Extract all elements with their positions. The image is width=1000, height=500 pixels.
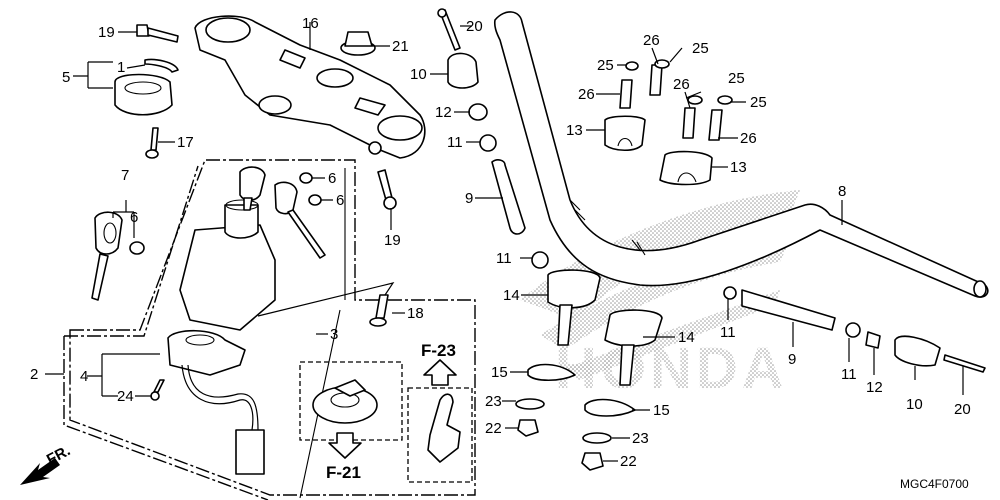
callout-12[interactable]: 12 xyxy=(866,379,883,396)
callout-labels: 19 1 5 17 16 21 7 6 6 6 3 2 4 24 19 18 2… xyxy=(30,15,971,470)
callout-22[interactable]: 22 xyxy=(485,420,502,437)
callout-24[interactable]: 24 xyxy=(117,388,134,405)
callout-25[interactable]: 25 xyxy=(728,70,745,87)
upper-holder-13a xyxy=(604,115,646,152)
bolt-17 xyxy=(145,127,159,159)
leader-18 xyxy=(257,282,395,317)
subassembly-box-f23 xyxy=(407,387,473,483)
callout-11[interactable]: 11 xyxy=(447,134,463,151)
callout-17[interactable]: 17 xyxy=(177,134,194,151)
callout-6[interactable]: 6 xyxy=(336,192,344,209)
stem-nut xyxy=(114,73,173,116)
callout-3[interactable]: 3 xyxy=(330,326,338,343)
callout-16[interactable]: 16 xyxy=(302,15,319,32)
callout-10[interactable]: 10 xyxy=(906,396,923,413)
transponder-6-left xyxy=(129,241,145,255)
transponder-6b xyxy=(308,194,322,206)
caps-25 xyxy=(625,59,733,105)
callout-11[interactable]: 11 xyxy=(841,366,857,383)
top-bridge xyxy=(194,15,426,159)
immobilizer-receiver xyxy=(167,329,265,475)
handlebar xyxy=(493,11,989,298)
tapping-screw-24 xyxy=(150,379,165,401)
reference-f23[interactable]: F-23 xyxy=(421,341,456,360)
callout-11[interactable]: 11 xyxy=(720,324,736,341)
callout-7[interactable]: 7 xyxy=(121,167,129,184)
callout-9[interactable]: 9 xyxy=(465,190,473,207)
callout-25[interactable]: 25 xyxy=(692,40,709,57)
left-end-weight xyxy=(437,8,549,269)
watermark-text: HONDA xyxy=(555,336,788,401)
callout-26[interactable]: 26 xyxy=(740,130,757,147)
upper-holder-13b xyxy=(659,150,713,186)
stem-nut-cap xyxy=(340,31,376,56)
flange-nut-22a xyxy=(517,419,539,437)
diagram-code: MGC4F0700 xyxy=(900,477,969,491)
callout-15[interactable]: 15 xyxy=(653,402,670,419)
callout-26[interactable]: 26 xyxy=(578,86,595,103)
key-cylinder-cover xyxy=(312,379,378,424)
shear-bolt-18 xyxy=(369,294,389,327)
callout-25[interactable]: 25 xyxy=(597,57,614,74)
leader-lines xyxy=(45,22,964,462)
callout-19[interactable]: 19 xyxy=(384,232,401,249)
callout-13[interactable]: 13 xyxy=(566,122,583,139)
callout-23[interactable]: 23 xyxy=(485,393,502,410)
callout-8[interactable]: 8 xyxy=(838,183,846,200)
lower-holder-14a xyxy=(547,269,601,346)
callout-20[interactable]: 20 xyxy=(466,18,483,35)
ignition-switch xyxy=(179,166,326,331)
callout-14[interactable]: 14 xyxy=(503,287,520,304)
callout-6[interactable]: 6 xyxy=(130,209,138,226)
blank-key xyxy=(91,211,123,301)
flange-bolt-top xyxy=(136,24,179,43)
washer-23b xyxy=(582,432,612,444)
callout-19[interactable]: 19 xyxy=(98,24,115,41)
callout-18[interactable]: 18 xyxy=(407,305,424,322)
lock-lever xyxy=(427,393,461,463)
flange-nut-22b xyxy=(581,452,604,471)
callout-4[interactable]: 4 xyxy=(80,368,88,385)
arrow-up-f23 xyxy=(423,359,457,386)
callout-26[interactable]: 26 xyxy=(643,32,660,49)
callout-2[interactable]: 2 xyxy=(30,366,38,383)
socket-bolts-26 xyxy=(619,64,723,141)
callout-22[interactable]: 22 xyxy=(620,453,637,470)
callout-20[interactable]: 20 xyxy=(954,401,971,418)
flange-bolt-19-mid xyxy=(377,169,397,210)
callout-26[interactable]: 26 xyxy=(673,76,690,93)
callout-12[interactable]: 12 xyxy=(435,104,452,121)
callout-14[interactable]: 14 xyxy=(678,329,695,346)
callout-1[interactable]: 1 xyxy=(117,59,125,76)
callout-5[interactable]: 5 xyxy=(62,69,70,86)
circlip xyxy=(144,58,179,73)
callout-10[interactable]: 10 xyxy=(410,66,427,83)
callout-23[interactable]: 23 xyxy=(632,430,649,447)
right-end-weight xyxy=(723,286,986,373)
reference-f21[interactable]: F-21 xyxy=(326,463,361,482)
callout-15[interactable]: 15 xyxy=(491,364,508,381)
washer-23a xyxy=(515,398,545,410)
holder-plate-15a xyxy=(527,363,576,382)
callout-21[interactable]: 21 xyxy=(392,38,409,55)
callout-11[interactable]: 11 xyxy=(496,250,512,267)
subassembly-box-f21 xyxy=(299,361,403,441)
callout-6[interactable]: 6 xyxy=(328,170,336,187)
arrow-down-f21 xyxy=(328,432,362,459)
transponder-6a xyxy=(299,172,313,184)
front-direction-indicator: FR. xyxy=(20,442,73,485)
callout-25[interactable]: 25 xyxy=(750,94,767,111)
holder-plate-15b xyxy=(584,398,636,417)
callout-13[interactable]: 13 xyxy=(730,159,747,176)
callout-9[interactable]: 9 xyxy=(788,351,796,368)
